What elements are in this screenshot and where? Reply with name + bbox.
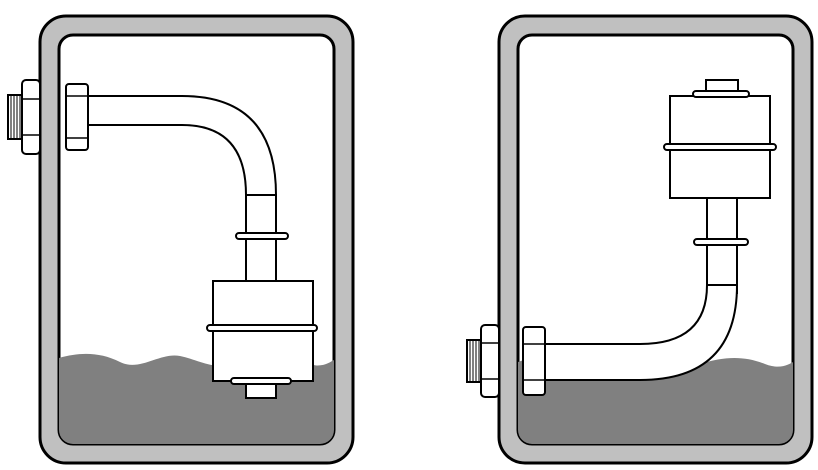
- right-stem-clip: [693, 238, 749, 246]
- left-bottom-stop: [245, 383, 277, 399]
- right-fitting-flange: [522, 326, 546, 396]
- right-bent-pipe: [544, 284, 739, 381]
- left-tank-panel: [7, 14, 355, 465]
- left-bent-pipe: [87, 95, 278, 196]
- left-fitting-flange: [65, 83, 89, 151]
- right-fitting-thread: [466, 339, 482, 383]
- left-stem-clip: [235, 232, 289, 240]
- right-tank-panel: [466, 14, 814, 465]
- left-fitting-nut: [21, 79, 41, 155]
- left-float-ring: [206, 324, 318, 332]
- right-fitting-nut: [480, 324, 500, 398]
- right-top-clip: [692, 90, 750, 98]
- right-float-ring: [663, 143, 777, 151]
- left-fitting-thread: [7, 94, 23, 140]
